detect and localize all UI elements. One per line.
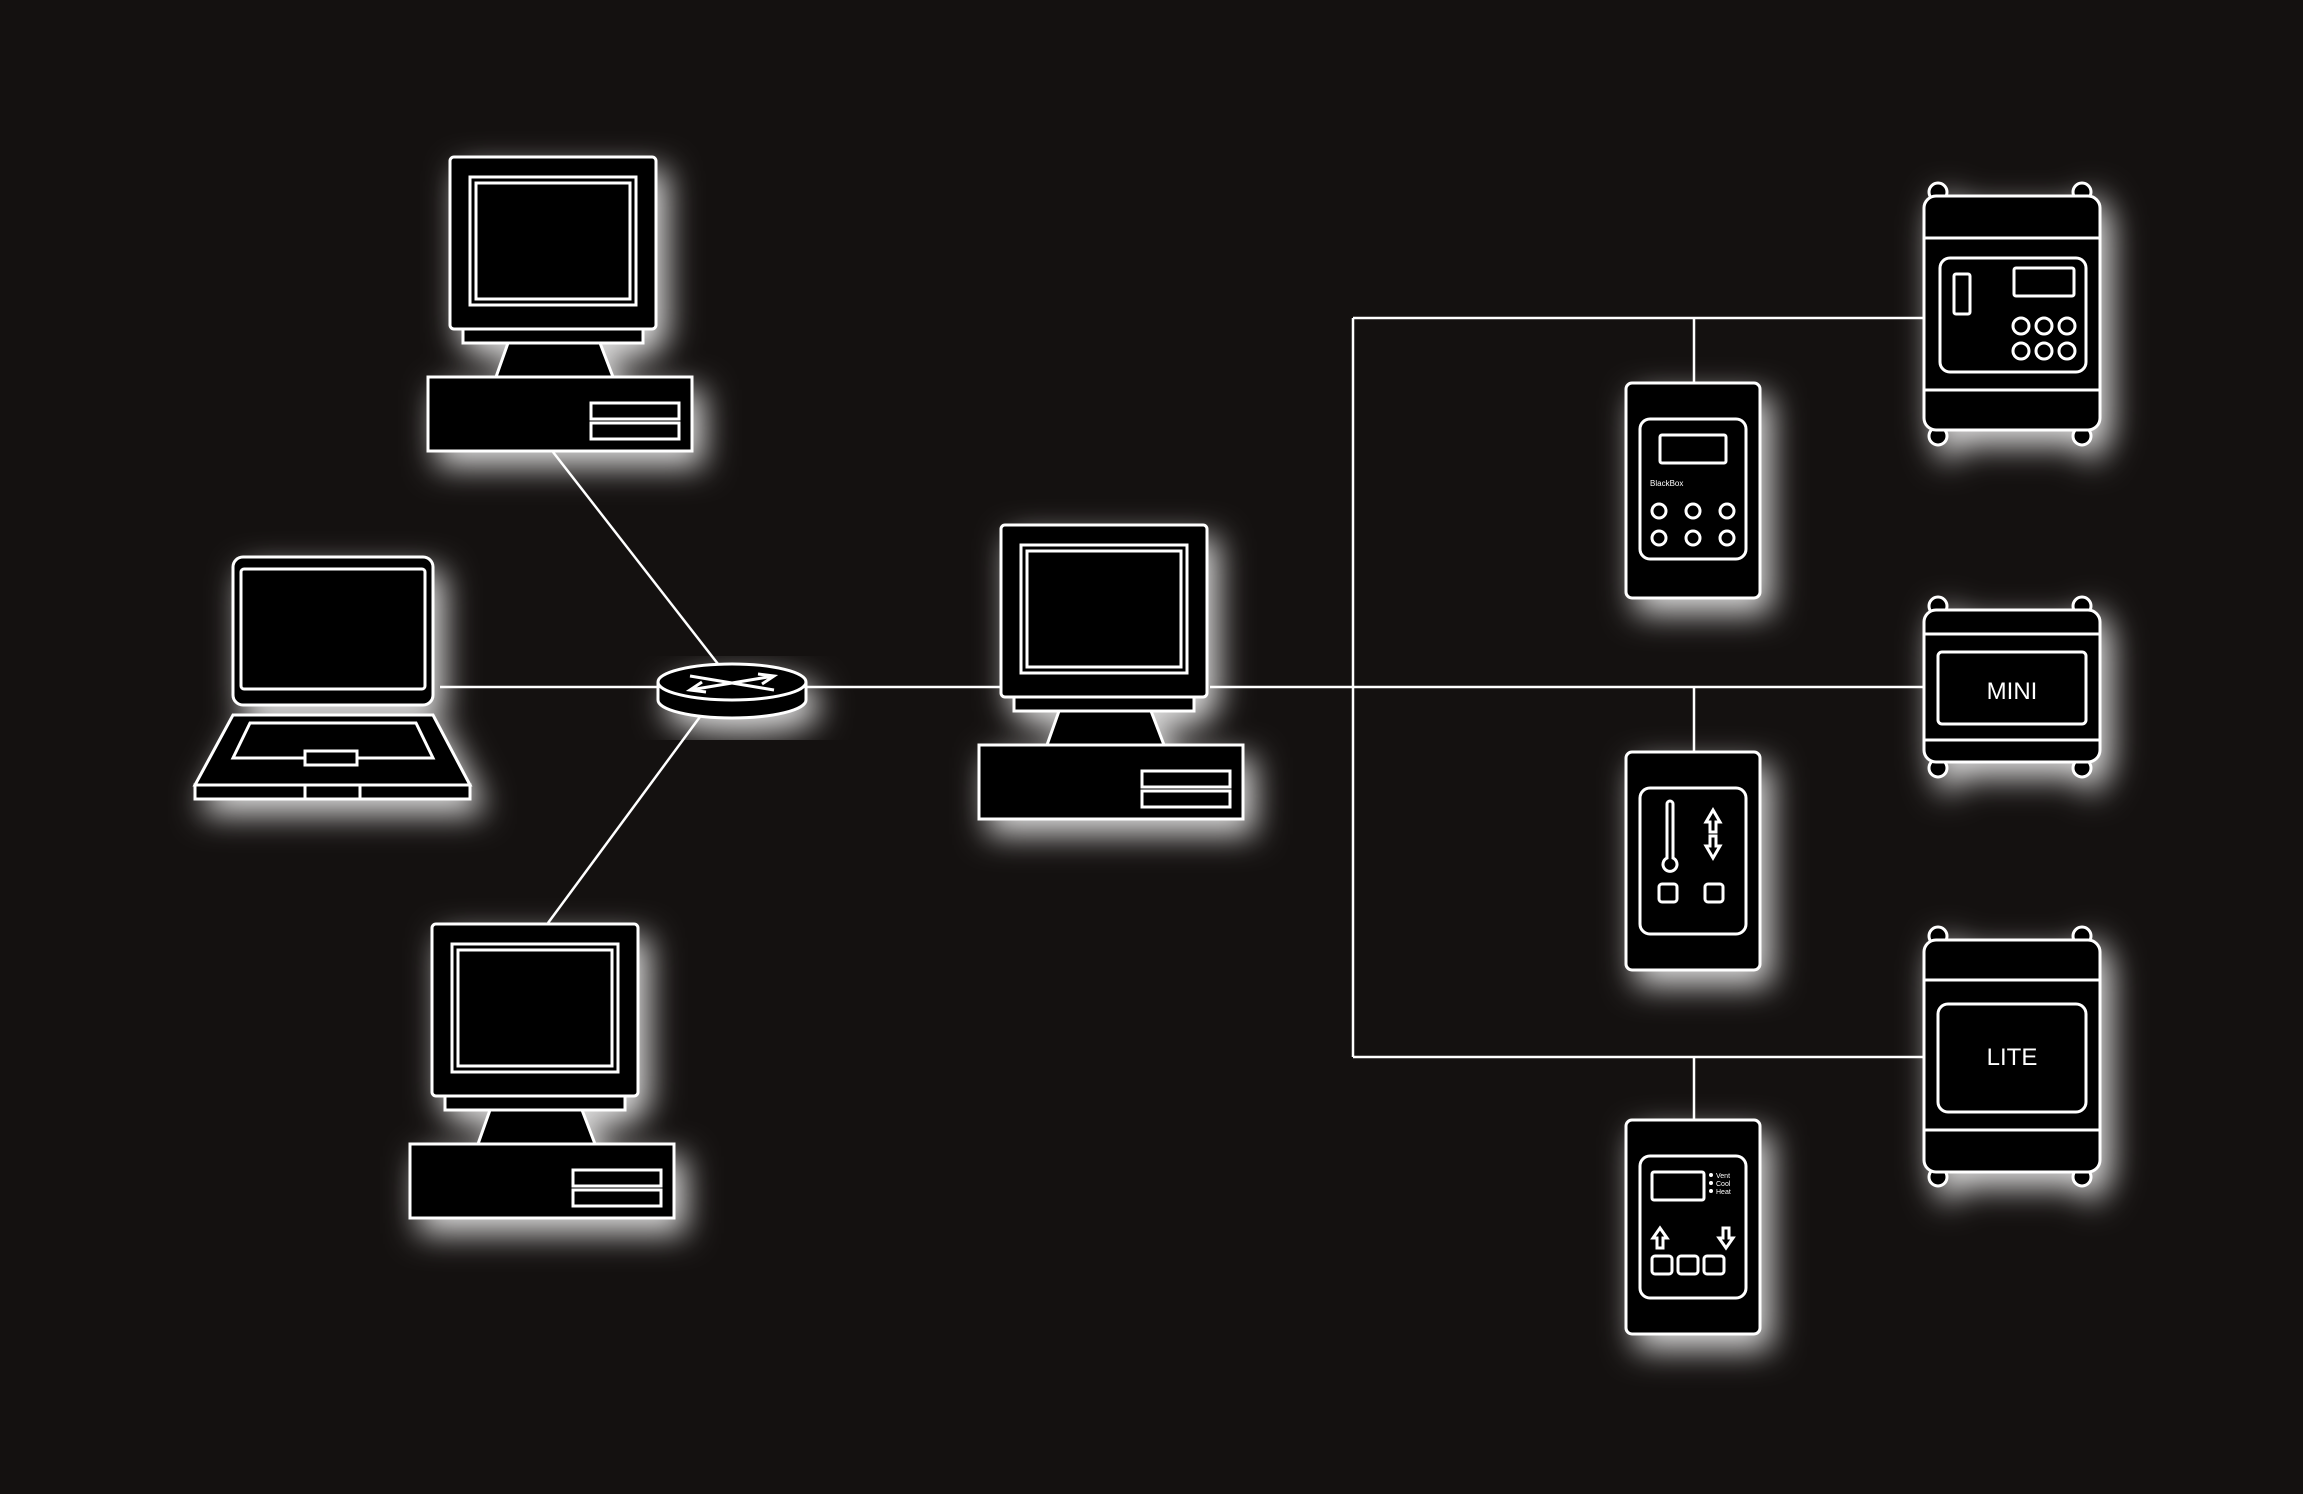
laptop-icon [192, 555, 473, 801]
desktop-computer-icon [426, 155, 694, 453]
controller-lite-label: LITE [1987, 1044, 2038, 1071]
wall-thermostat-icon [1624, 750, 1762, 972]
connection-lines [440, 316, 1925, 1120]
desktop-computer-icon [408, 922, 676, 1220]
wall-keypad-icon: BlackBox [1624, 381, 1762, 600]
keypad-brand-text: BlackBox [1650, 479, 1683, 488]
controller-box-icon: LITE [1922, 925, 2102, 1188]
controller-mini-label: MINI [1987, 678, 2038, 705]
mode-heat-label: Heat [1716, 1189, 1731, 1196]
mode-cool-label: Cool [1716, 1181, 1731, 1188]
wall-mode-panel-icon: Vent Cool Heat [1624, 1118, 1762, 1336]
router-icon [656, 662, 808, 720]
controller-box-icon [1922, 181, 2102, 447]
link-pc-bottom-router [546, 709, 707, 924]
controller-box-icon: MINI [1922, 595, 2102, 779]
link-pc-top-router [552, 451, 719, 665]
desktop-computer-icon [977, 523, 1245, 821]
mode-vent-label: Vent [1716, 1173, 1730, 1180]
